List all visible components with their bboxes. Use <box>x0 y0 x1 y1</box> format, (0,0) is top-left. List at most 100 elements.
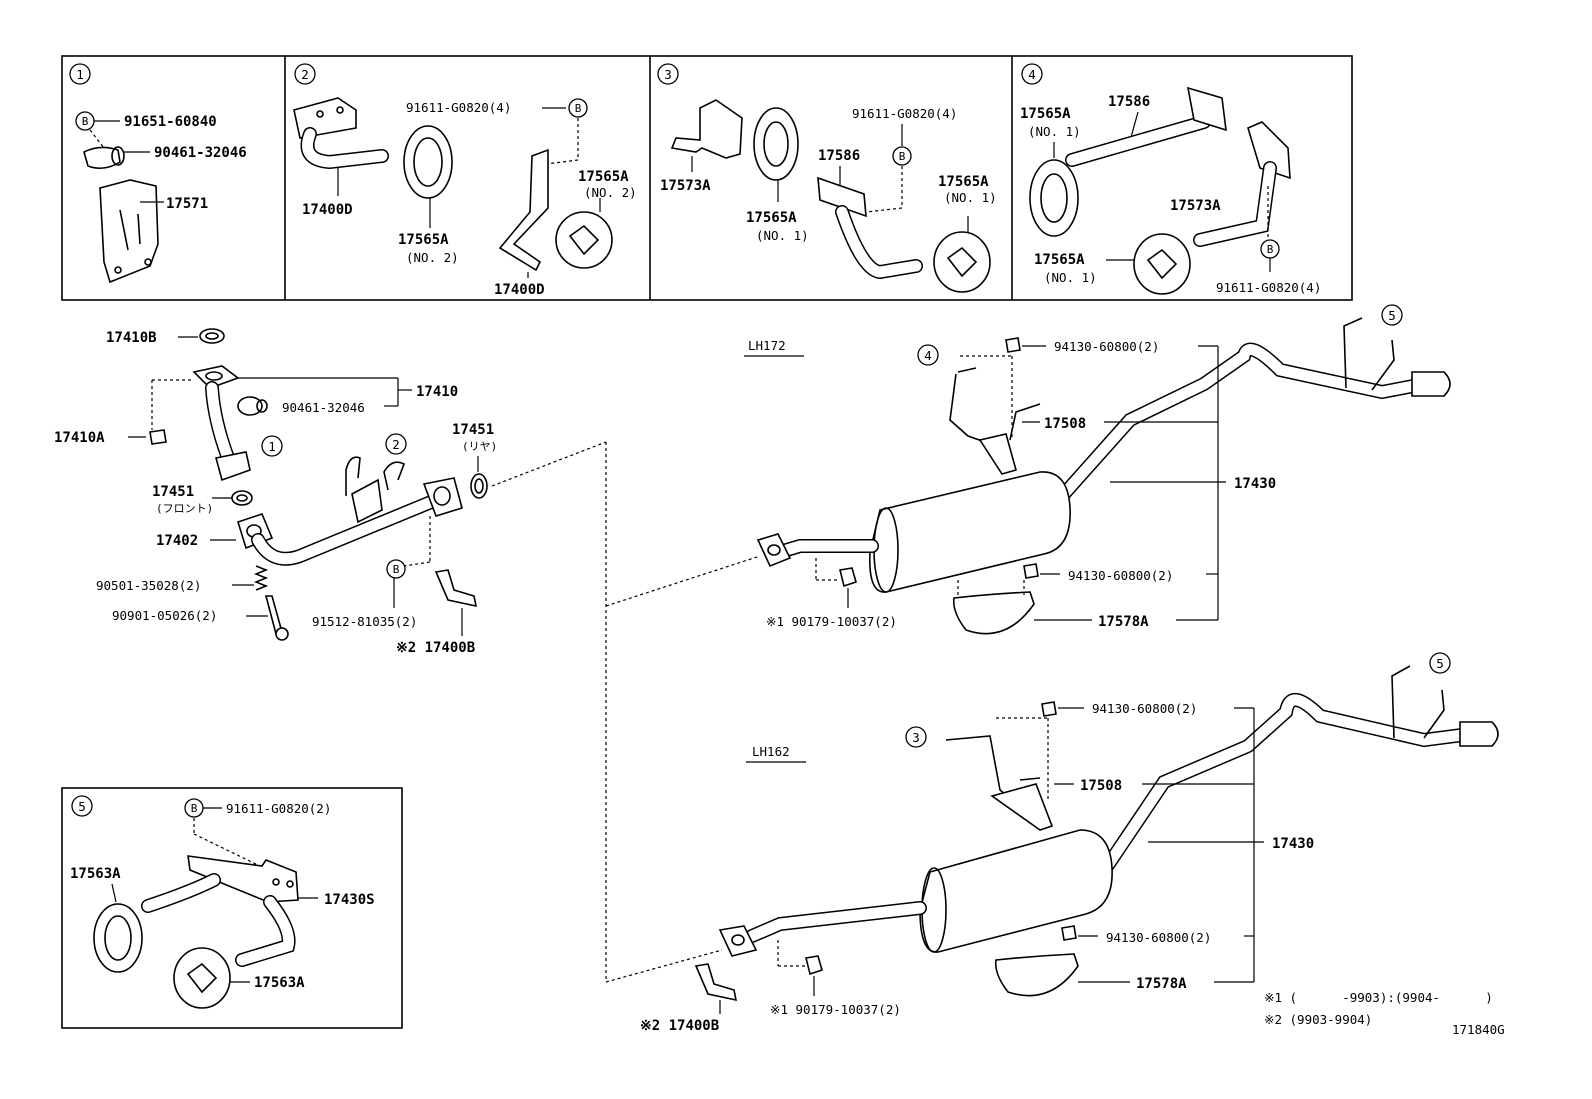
callout-2-number: 2 <box>392 437 400 452</box>
callout-4-number: 4 <box>924 348 932 363</box>
callout-1-number: 1 <box>76 67 84 82</box>
b-symbol: B <box>191 802 198 815</box>
rubber-hanger-icon <box>753 107 799 181</box>
heat-protector-icon <box>952 591 1035 635</box>
rubber-hanger-icon <box>173 947 231 1009</box>
part-note: (NO. 1) <box>1044 270 1097 285</box>
subassembly-4: 4 17565A (NO. 1) 17586 17573A B 91611-G0… <box>1020 63 1321 295</box>
b-symbol: B <box>393 563 400 576</box>
model-label: LH172 <box>748 338 786 353</box>
part-number-label: 91611-G0820(4) <box>852 106 957 121</box>
part-number-label: 17400D <box>494 282 545 298</box>
part-note: (NO. 1) <box>1028 124 1081 139</box>
part-number-label: 91611-G0820(4) <box>1216 280 1321 295</box>
part-number-label: 17565A <box>1020 106 1071 122</box>
front-pipe-assembly: 17410B 90461-32046 17410 17410A 1 2 1745… <box>54 328 607 982</box>
part-number-label: 17563A <box>254 975 305 991</box>
callout-1-number: 1 <box>268 439 276 454</box>
bracket-icon <box>351 478 383 524</box>
part-number-label: 17430 <box>1272 836 1314 852</box>
heat-protector-icon <box>994 953 1079 997</box>
part-number-label: 94130-60800(2) <box>1054 339 1159 354</box>
tail-tip-icon <box>1411 371 1451 397</box>
part-number-label: 17400D <box>302 202 353 218</box>
rubber-hanger-icon <box>933 231 991 293</box>
part-number-label: 17410B <box>106 330 157 346</box>
rubber-hanger-icon <box>1029 159 1079 237</box>
part-number-label: 17586 <box>1108 94 1150 110</box>
flange-icon <box>422 477 463 517</box>
rubber-hanger-icon <box>403 125 453 199</box>
part-number-label: 94130-60800(2) <box>1106 930 1211 945</box>
callout-5-number: 5 <box>78 799 86 814</box>
part-number-label: 17451 <box>452 422 494 438</box>
part-number-label: 17578A <box>1136 976 1187 992</box>
part-number-label: 17451 <box>152 484 194 500</box>
bracket-icon <box>434 569 478 608</box>
callout-2-number: 2 <box>301 67 309 82</box>
callout-5-number: 5 <box>1388 308 1396 323</box>
part-number-label: 90461-32046 <box>154 145 247 161</box>
part-number-label: 17565A <box>578 169 629 185</box>
part-note: (フロント) <box>156 502 213 515</box>
part-number-label: ※2 17400B <box>640 1018 719 1034</box>
part-number-label: 17573A <box>1170 198 1221 214</box>
part-number-label: 91512-81035(2) <box>312 614 417 629</box>
bracket-icon <box>1247 121 1291 180</box>
bracket-icon <box>978 433 1017 475</box>
footnote-1: ※1 ( -9903):(9904- ) <box>1264 990 1493 1005</box>
nut-icon <box>1041 701 1057 717</box>
nut-icon <box>805 955 823 976</box>
nut-icon <box>839 567 857 588</box>
part-number-label: 17565A <box>938 174 989 190</box>
part-number-label: ※1 90179-10037(2) <box>770 1002 901 1017</box>
part-number-label: 17571 <box>166 196 208 212</box>
part-number-label: 90461-32046 <box>282 400 365 415</box>
footnotes: ※1 ( -9903):(9904- ) ※2 (9903-9904) 1718… <box>1264 990 1505 1037</box>
nut-icon <box>1005 337 1021 353</box>
subassembly-5: 5 B 91611-G0820(2) 17430S 17563A 17563A <box>61 787 403 1029</box>
flange-icon <box>215 451 251 482</box>
muffler-body-icon <box>869 471 1071 593</box>
part-note: (NO. 1) <box>944 190 997 205</box>
part-number-label: 17508 <box>1080 778 1122 794</box>
subassembly-1: 1 B 91651-60840 90461-32046 17571 <box>69 63 247 284</box>
bracket-icon <box>670 99 743 159</box>
top-subassembly-frame <box>61 55 1353 301</box>
b-symbol: B <box>575 102 582 115</box>
part-number-label: ※1 90179-10037(2) <box>766 614 897 629</box>
part-number-label: 91651-60840 <box>124 114 217 130</box>
bracket-icon <box>990 783 1054 831</box>
part-note: (NO. 1) <box>756 228 809 243</box>
callout-4-number: 4 <box>1028 67 1036 82</box>
part-number-label: 90501-35028(2) <box>96 578 201 593</box>
bracket-icon <box>99 179 159 284</box>
part-number-label: 94130-60800(2) <box>1092 701 1197 716</box>
part-number-label: 91611-G0820(4) <box>406 100 511 115</box>
figure-id: 171840G <box>1452 1022 1505 1037</box>
bracket-icon <box>817 176 867 218</box>
part-number-label: 94130-60800(2) <box>1068 568 1173 583</box>
clamp-icon <box>83 146 121 170</box>
part-number-label: 17430 <box>1234 476 1276 492</box>
part-number-label: 17508 <box>1044 416 1086 432</box>
nut-icon <box>149 429 167 445</box>
part-note: (NO. 2) <box>406 250 459 265</box>
footnote-2: ※2 (9903-9904) <box>1264 1012 1372 1027</box>
nut-icon <box>1061 925 1077 941</box>
nut-icon <box>1023 563 1039 579</box>
part-number-label: 17586 <box>818 148 860 164</box>
muffler-body-icon <box>919 829 1113 953</box>
part-note: (リヤ) <box>462 440 497 453</box>
part-number-label: 17430S <box>324 892 375 908</box>
part-number-label: 17573A <box>660 178 711 194</box>
callout-5-number: 5 <box>1436 656 1444 671</box>
part-number-label: 91611-G0820(2) <box>226 801 331 816</box>
rubber-hanger-icon <box>93 903 143 973</box>
subassembly-3: 3 17573A 17565A (NO. 1) 17586 91611-G082… <box>657 63 997 293</box>
model-label: LH162 <box>752 744 790 759</box>
bracket-icon <box>1186 86 1227 132</box>
b-symbol: B <box>899 150 906 163</box>
callout-1-circle <box>69 63 91 85</box>
tail-tip-icon <box>1459 721 1499 747</box>
